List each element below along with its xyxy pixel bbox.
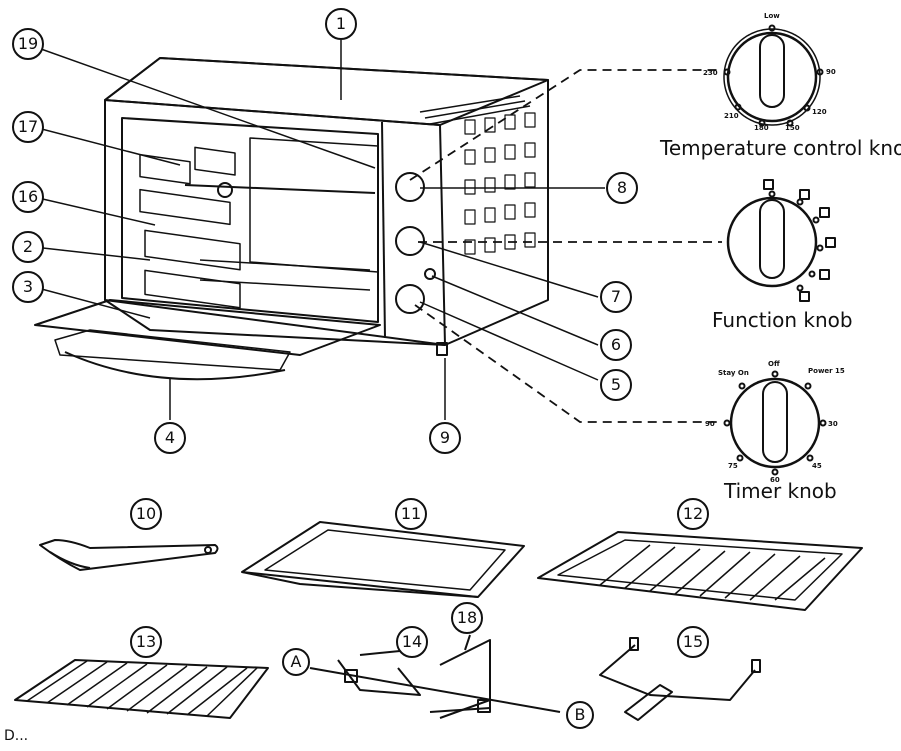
temp-mark-90: 90 xyxy=(826,68,836,76)
oven-indicator-light xyxy=(424,268,436,280)
leader-lines xyxy=(26,40,605,420)
letter-a: A xyxy=(282,648,310,676)
side-vents xyxy=(464,112,536,255)
callout-17: 17 xyxy=(12,111,44,143)
timer-mark-60: 60 xyxy=(770,476,780,484)
callout-12: 12 xyxy=(677,498,709,530)
timer-mark-stay-on: Stay On xyxy=(718,369,749,377)
callout-4: 4 xyxy=(154,422,186,454)
top-vents xyxy=(419,95,531,125)
temp-mark-180: 180 xyxy=(754,124,769,132)
knob-scale-labels: Low 90 120 150 180 210 230 Stay On Off P… xyxy=(703,12,845,484)
callout-13: 13 xyxy=(130,626,162,658)
inner-spit xyxy=(184,184,376,194)
temp-mark-120: 120 xyxy=(812,108,827,116)
oven-cavity xyxy=(121,117,379,323)
callout-16: 16 xyxy=(12,181,44,213)
timer-knob-title: Timer knob xyxy=(724,479,837,503)
rotisserie-spit xyxy=(309,634,561,719)
timer-knob-detail xyxy=(723,370,827,476)
callout-10: 10 xyxy=(130,498,162,530)
rack-tool xyxy=(39,539,219,571)
function-knob-detail xyxy=(726,179,836,302)
callout-9: 9 xyxy=(429,422,461,454)
callout-8: 8 xyxy=(606,172,638,204)
timer-mark-off: Off xyxy=(768,360,780,368)
temp-mark-230: 230 xyxy=(703,69,718,77)
temperature-knob-title: Temperature control knob xyxy=(660,136,901,160)
timer-mark-30: 30 xyxy=(828,420,838,428)
function-knob-title: Function knob xyxy=(712,308,853,332)
baking-tray xyxy=(241,521,525,598)
callout-1: 1 xyxy=(325,8,357,40)
temp-mark-low: Low xyxy=(764,12,780,20)
callout-15: 15 xyxy=(677,626,709,658)
callout-7: 7 xyxy=(600,281,632,313)
temp-mark-150: 150 xyxy=(785,124,800,132)
oven-front xyxy=(104,99,446,346)
oven-knob-3 xyxy=(395,284,425,314)
oven-door xyxy=(34,299,381,356)
letter-b: B xyxy=(566,701,594,729)
callout-14: 14 xyxy=(396,626,428,658)
callout-11: 11 xyxy=(395,498,427,530)
callout-2: 2 xyxy=(12,231,44,263)
temperature-knob-detail xyxy=(723,24,824,127)
timer-mark-75: 75 xyxy=(728,462,738,470)
footer-text: D... xyxy=(4,728,29,744)
callout-3: 3 xyxy=(12,271,44,303)
oven-knob-1 xyxy=(395,172,425,202)
timer-mark-power-15: Power 15 xyxy=(808,367,845,375)
grill-pan xyxy=(537,531,863,611)
callout-19: 19 xyxy=(12,28,44,60)
oven-racks xyxy=(139,146,371,309)
callout-5: 5 xyxy=(600,369,632,401)
timer-mark-90: 90 xyxy=(705,420,715,428)
timer-mark-45: 45 xyxy=(812,462,822,470)
door-handle xyxy=(64,351,286,381)
wire-rack xyxy=(14,659,269,719)
temp-mark-210: 210 xyxy=(724,112,739,120)
rotisserie-handle xyxy=(599,637,761,721)
callout-18: 18 xyxy=(451,602,483,634)
callout-6: 6 xyxy=(600,329,632,361)
oven-knob-2 xyxy=(395,226,425,256)
